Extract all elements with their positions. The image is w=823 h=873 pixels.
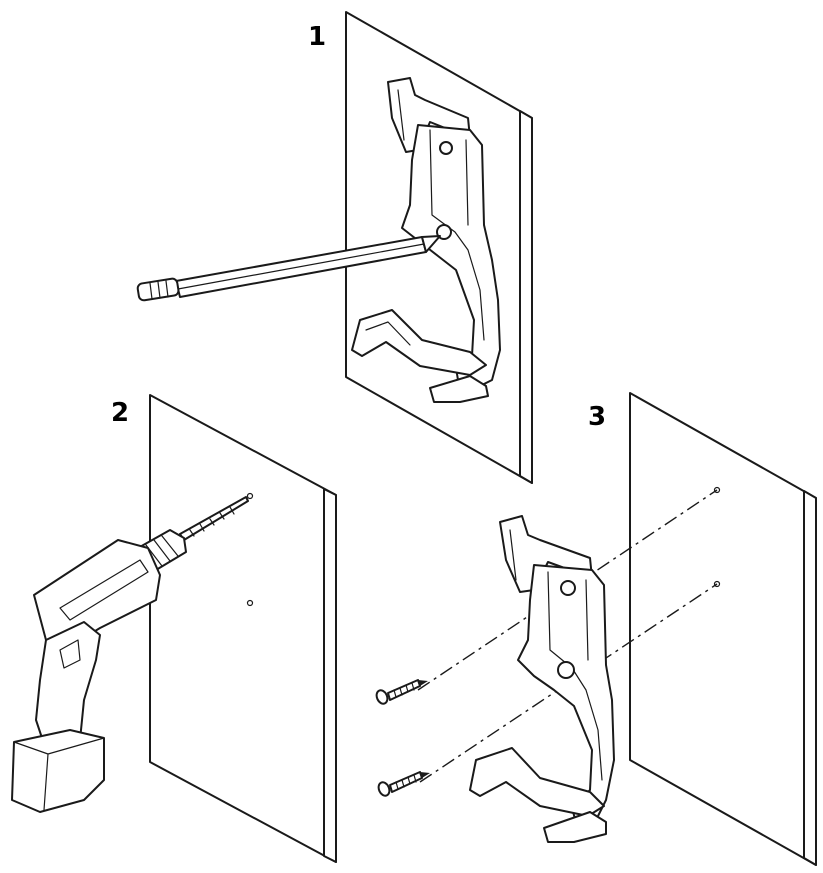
screw-icon	[377, 771, 430, 797]
step-2-label: 2	[111, 398, 130, 428]
marking-pencil-icon	[136, 235, 441, 302]
step-1-illustration	[136, 11, 533, 484]
wall-holder-bracket-icon	[351, 77, 501, 403]
step-3-illustration	[375, 392, 817, 866]
wall-panel-icon	[629, 392, 817, 866]
step-3-label: 3	[588, 402, 607, 432]
wall-holder-bracket-icon	[469, 515, 615, 843]
alignment-lines	[417, 489, 718, 783]
screw-icon	[375, 679, 428, 705]
step-1-label: 1	[308, 22, 327, 52]
step-2-illustration	[11, 394, 337, 863]
wall-panel-icon	[149, 394, 337, 863]
power-drill-icon	[11, 496, 249, 813]
